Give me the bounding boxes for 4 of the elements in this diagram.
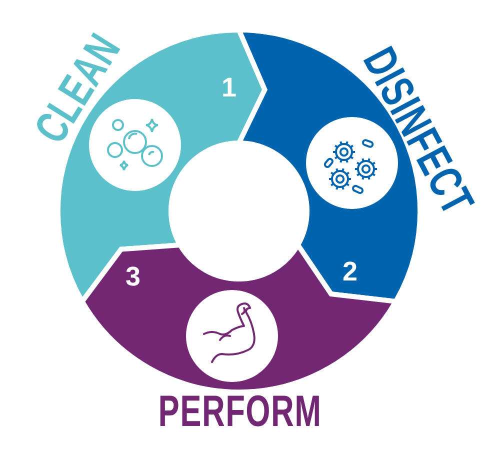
step-number: 3 (125, 264, 141, 290)
step-number: 1 (221, 74, 237, 102)
step-title: PERFORM (158, 390, 322, 434)
step-number: 2 (342, 258, 358, 286)
